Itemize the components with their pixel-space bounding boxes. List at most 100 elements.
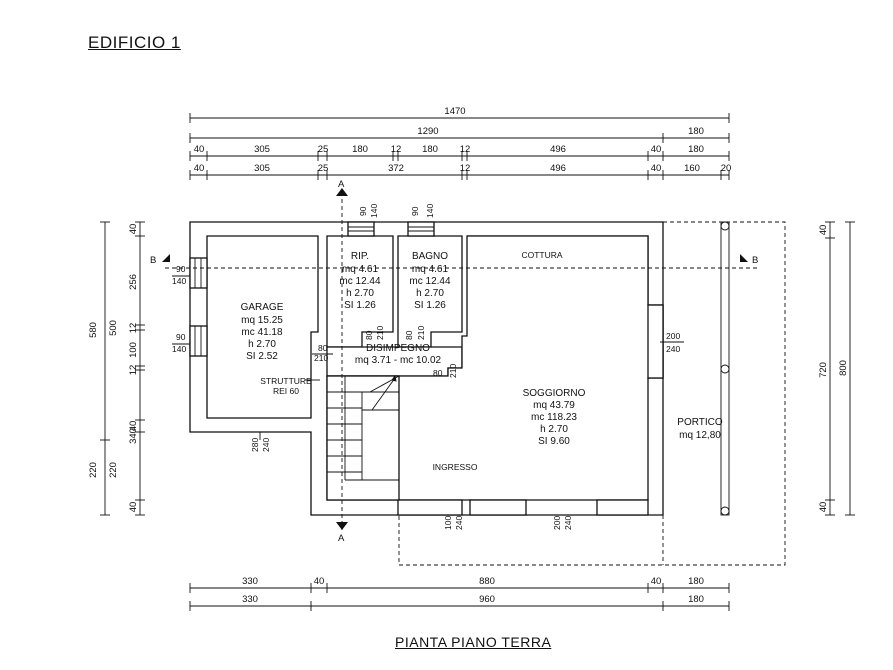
svg-text:500: 500	[108, 320, 119, 336]
svg-text:B: B	[752, 255, 758, 266]
svg-text:mq 15.25: mq 15.25	[241, 315, 283, 326]
svg-text:496: 496	[550, 163, 566, 174]
svg-text:40: 40	[818, 502, 829, 513]
opening-labels: 90 140 90 140 90 140 90 140 80 210 80 21…	[172, 204, 684, 530]
svg-text:200: 200	[552, 516, 562, 530]
svg-text:RIP.: RIP.	[351, 251, 369, 262]
svg-text:580: 580	[88, 322, 99, 338]
svg-text:90: 90	[176, 264, 186, 274]
svg-text:372: 372	[388, 163, 404, 174]
svg-text:12: 12	[460, 144, 471, 155]
svg-text:40: 40	[194, 163, 205, 174]
svg-text:210: 210	[314, 353, 328, 363]
room-soggiorno: SOGGIORNO mq 43.79 mc 118.23 h 2.70 SI 9…	[523, 388, 586, 447]
svg-text:mq 4.61: mq 4.61	[412, 264, 449, 275]
svg-text:SOGGIORNO: SOGGIORNO	[523, 388, 586, 399]
svg-text:90: 90	[358, 206, 368, 216]
room-portico: PORTICO mq 12,80	[677, 417, 723, 441]
svg-text:256: 256	[128, 274, 139, 290]
svg-text:mq 12,80: mq 12,80	[679, 430, 721, 441]
label-strutture: STRUTTURE REI 60	[260, 376, 320, 396]
svg-text:mc 12.44: mc 12.44	[409, 276, 451, 287]
svg-text:40: 40	[314, 576, 325, 587]
svg-text:140: 140	[172, 344, 186, 354]
svg-text:PORTICO: PORTICO	[677, 417, 723, 428]
svg-text:GARAGE: GARAGE	[241, 302, 284, 313]
section-lines: B B A A	[150, 179, 760, 544]
svg-text:40: 40	[128, 421, 139, 432]
svg-text:496: 496	[550, 144, 566, 155]
svg-text:80: 80	[364, 330, 374, 340]
svg-text:180: 180	[688, 594, 704, 605]
svg-text:mc 118.23: mc 118.23	[531, 412, 577, 423]
svg-text:h 2.70: h 2.70	[248, 339, 276, 350]
dim-1290: 1290	[417, 126, 438, 137]
svg-text:140: 140	[425, 204, 435, 218]
svg-text:280: 280	[250, 438, 260, 452]
svg-text:25: 25	[318, 144, 329, 155]
svg-text:mq 4.61: mq 4.61	[342, 264, 379, 275]
svg-text:330: 330	[242, 594, 258, 605]
right-dimensions: 800 40 720 40	[818, 221, 855, 516]
svg-text:340: 340	[128, 428, 139, 444]
svg-text:305: 305	[254, 163, 270, 174]
svg-text:240: 240	[666, 344, 680, 354]
svg-text:180: 180	[352, 144, 368, 155]
svg-text:40: 40	[818, 225, 829, 236]
svg-text:800: 800	[838, 360, 849, 376]
svg-text:40: 40	[128, 224, 139, 235]
svg-text:100: 100	[443, 516, 453, 530]
svg-text:40: 40	[194, 144, 205, 155]
svg-text:h 2.70: h 2.70	[346, 288, 374, 299]
svg-text:12: 12	[391, 144, 402, 155]
staircase	[326, 374, 400, 501]
svg-text:80: 80	[404, 330, 414, 340]
svg-text:720: 720	[818, 362, 829, 378]
dim-total: 1470	[444, 106, 465, 117]
svg-text:SI 2.52: SI 2.52	[246, 351, 278, 362]
svg-text:240: 240	[454, 516, 464, 530]
room-cottura: COTTURA	[521, 250, 562, 260]
svg-text:160: 160	[684, 163, 700, 174]
svg-text:330: 330	[242, 576, 258, 587]
svg-text:20: 20	[721, 163, 732, 174]
room-garage: GARAGE mq 15.25 mc 41.18 h 2.70 SI 2.52	[241, 302, 284, 362]
svg-text:REI 60: REI 60	[273, 386, 299, 396]
svg-text:240: 240	[563, 516, 573, 530]
svg-text:B: B	[150, 255, 156, 266]
room-disimpegno: DISIMPEGNO mq 3.71 - mc 10.02	[355, 343, 442, 366]
svg-text:210: 210	[416, 326, 426, 340]
svg-text:40: 40	[651, 144, 662, 155]
room-ingresso: INGRESSO	[433, 462, 478, 472]
svg-text:STRUTTURE: STRUTTURE	[260, 376, 312, 386]
svg-text:305: 305	[254, 144, 270, 155]
svg-text:220: 220	[108, 462, 119, 478]
svg-text:80: 80	[318, 343, 328, 353]
left-dimensions: 580 220 40 256 500 12 100 12 40 340 220 …	[88, 221, 145, 516]
drawing-footer: PIANTA PIANO TERRA	[395, 634, 552, 650]
svg-text:960: 960	[479, 594, 495, 605]
svg-text:180: 180	[688, 576, 704, 587]
svg-text:880: 880	[479, 576, 495, 587]
svg-text:180: 180	[422, 144, 438, 155]
svg-text:DISIMPEGNO: DISIMPEGNO	[366, 343, 430, 354]
svg-text:40: 40	[651, 576, 662, 587]
svg-text:mc 12.44: mc 12.44	[339, 276, 381, 287]
svg-text:40: 40	[651, 163, 662, 174]
building-walls	[189, 221, 664, 516]
svg-text:h 2.70: h 2.70	[540, 424, 568, 435]
svg-text:mc 41.18: mc 41.18	[241, 327, 283, 338]
svg-text:A: A	[338, 533, 345, 544]
svg-text:40: 40	[128, 502, 139, 513]
svg-text:BAGNO: BAGNO	[412, 251, 448, 262]
svg-text:240: 240	[261, 438, 271, 452]
dim-180: 180	[688, 126, 704, 137]
svg-text:210: 210	[448, 364, 458, 378]
svg-text:12: 12	[460, 163, 471, 174]
portico	[398, 221, 786, 566]
svg-text:220: 220	[88, 462, 99, 478]
svg-text:mq 43.79: mq 43.79	[533, 400, 575, 411]
svg-text:h 2.70: h 2.70	[416, 288, 444, 299]
svg-text:SI 9.60: SI 9.60	[538, 436, 570, 447]
